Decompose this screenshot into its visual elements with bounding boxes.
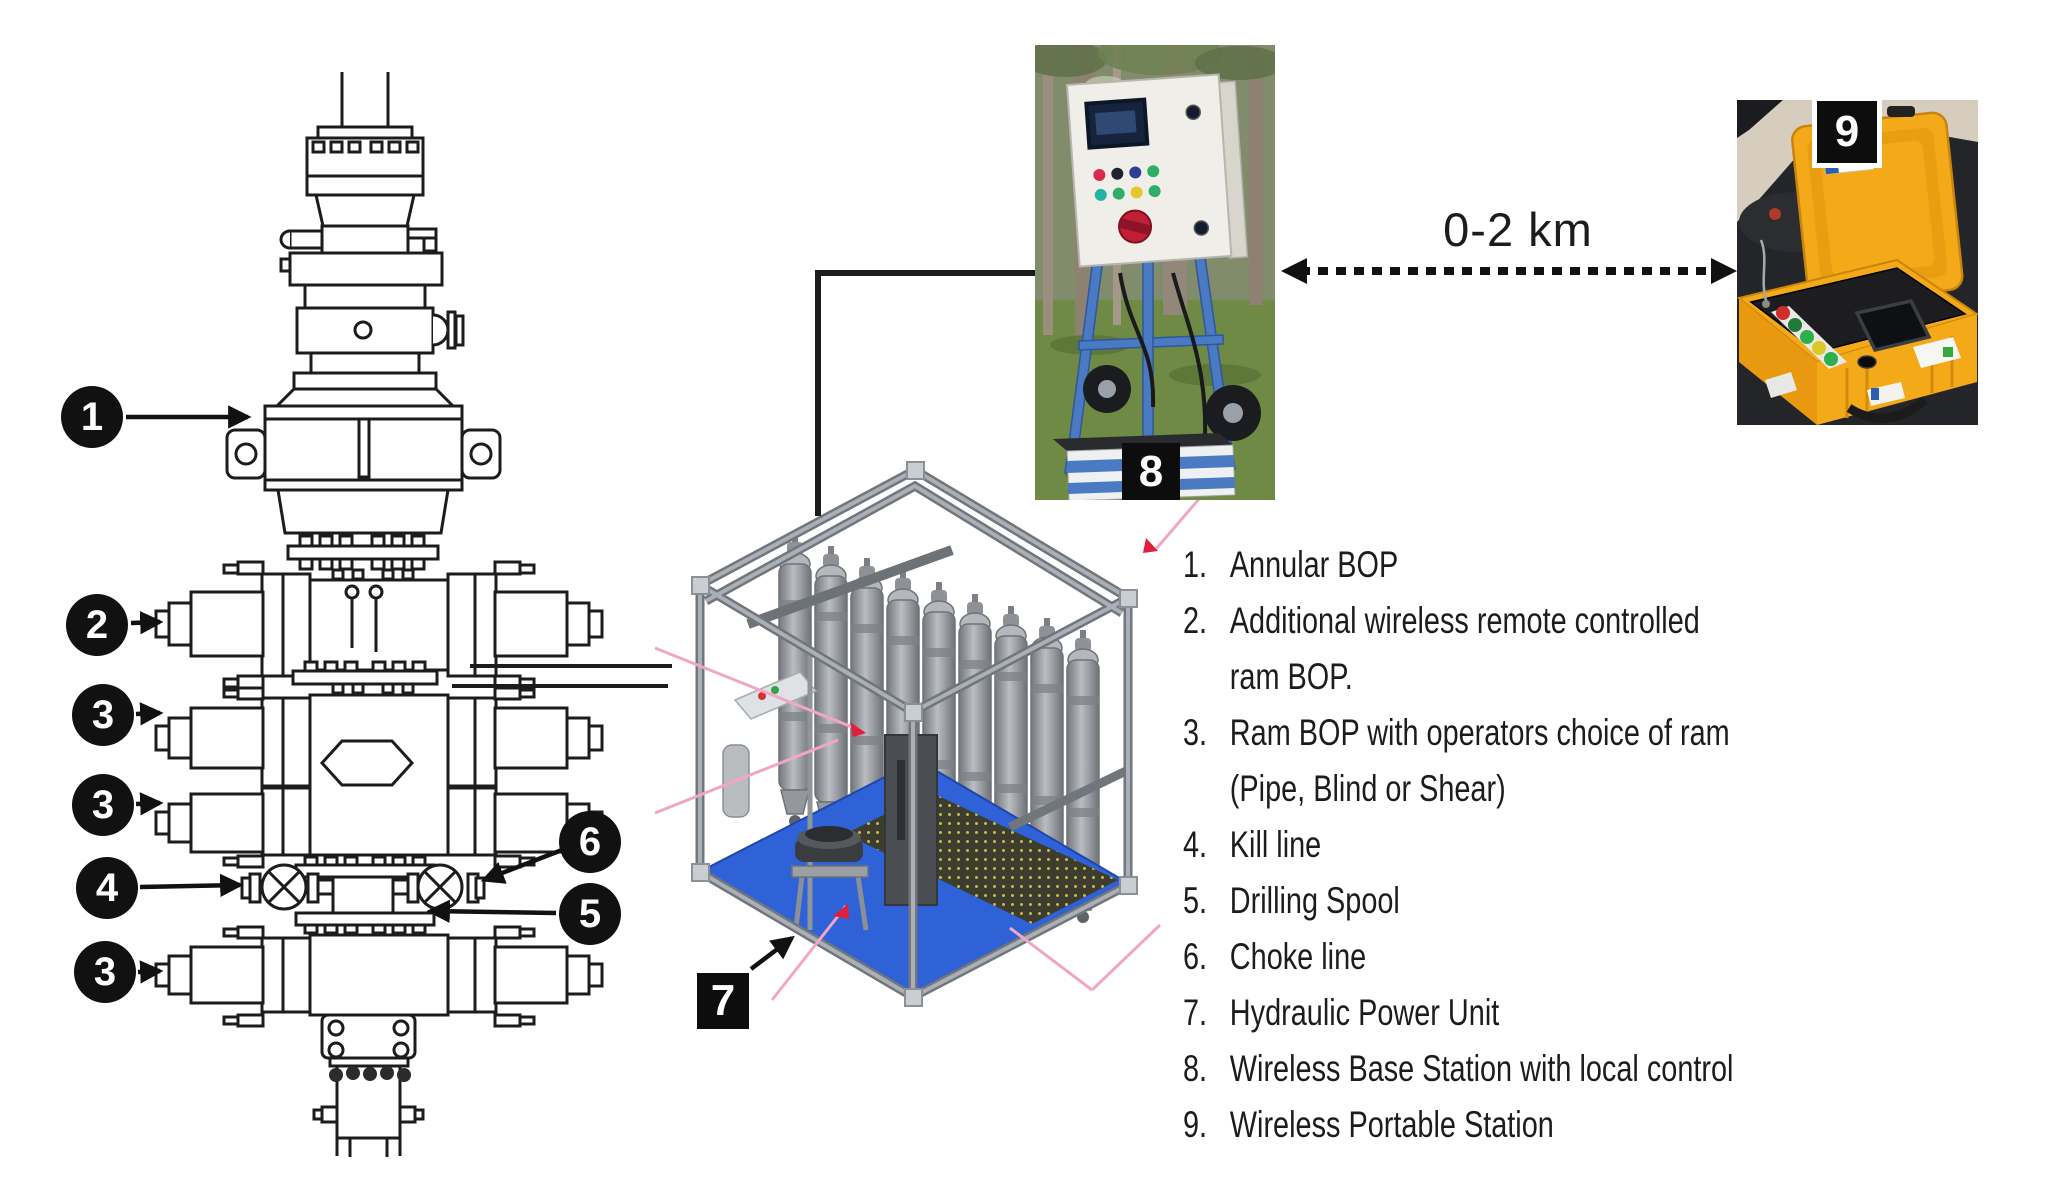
callout-wireless-ram-bop: 2 <box>66 594 128 656</box>
callout-drilling-spool: 5 <box>559 883 621 945</box>
legend-item-number: 5. <box>1183 880 1208 921</box>
legend-item-number <box>1183 761 1230 817</box>
legend-line: 9. Wireless Portable Station <box>1183 1097 1733 1153</box>
legend-item-text: Annular BOP <box>1229 544 1399 585</box>
porthole <box>353 320 373 340</box>
hpu-illustration <box>654 461 1207 1007</box>
legend-item-number: 2. <box>1183 600 1208 641</box>
control-cabinet <box>1065 73 1249 268</box>
callout-kill-line: 4 <box>76 857 138 919</box>
legend-item-number: 1. <box>1183 544 1208 585</box>
legend-item-text: Kill line <box>1229 824 1322 865</box>
callout-ram-bop-lower: 3 <box>74 941 136 1003</box>
legend-line: 8. Wireless Base Station with local contr… <box>1183 1041 1733 1097</box>
legend-list: 1. Annular BOP 2. Additional wireless remot… <box>1183 537 1733 1153</box>
legend-item-number: 9. <box>1183 1104 1208 1145</box>
portable-station-label: 9 <box>1812 96 1882 168</box>
hpu-leader-lines <box>654 491 1207 1001</box>
legend-item-text: Hydraulic Power Unit <box>1229 992 1500 1033</box>
legend-item-text: Ram BOP with operators choice of ram <box>1229 712 1730 753</box>
legend-item-text: Drilling Spool <box>1229 880 1400 921</box>
callout-arrows <box>126 405 795 984</box>
base-station-photo <box>1035 45 1275 500</box>
legend-line: 6. Choke line <box>1183 929 1733 985</box>
bop-stack-diagram <box>154 72 604 1157</box>
legend-item-text: Wireless Base Station with local control <box>1229 1048 1734 1089</box>
legend-item-text: Wireless Portable Station <box>1229 1104 1554 1145</box>
cabinet-buttons <box>1093 165 1161 201</box>
legend-line: 4. Kill line <box>1183 817 1733 873</box>
double-ram-bop <box>154 686 604 869</box>
annular-bop <box>225 404 502 492</box>
hpu-label: 7 <box>697 973 749 1029</box>
lower-ram-bop <box>154 925 604 1028</box>
flange-teeth <box>311 140 420 154</box>
distance-arrow <box>1281 258 1737 284</box>
casing-head <box>312 1013 425 1157</box>
legend-line: (Pipe, Blind or Shear) <box>1183 761 1733 817</box>
legend-item-number <box>1183 649 1230 705</box>
connector-lines <box>452 270 1035 688</box>
legend-item-number: 4. <box>1183 824 1208 865</box>
legend-line: ram BOP. <box>1183 649 1733 705</box>
drilling-spool <box>240 863 486 915</box>
legend-item-text: (Pipe, Blind or Shear) <box>1229 768 1506 809</box>
drill-pipe <box>340 72 390 127</box>
portable-screen <box>1854 298 1932 353</box>
callout-choke-line: 6 <box>559 811 621 873</box>
legend-line: 3. Ram BOP with operators choice of ram <box>1183 705 1733 761</box>
distance-label: 0-2 km <box>1443 203 1593 256</box>
legend-item-number: 6. <box>1183 936 1208 977</box>
legend-line: 7. Hydraulic Power Unit <box>1183 985 1733 1041</box>
callout-annular-bop: 1 <box>61 386 123 448</box>
legend-item-number: 7. <box>1183 992 1208 1033</box>
legend-line: 2. Additional wireless remote controlled <box>1183 593 1733 649</box>
legend-item-text: ram BOP. <box>1229 656 1353 697</box>
legend-item-number: 3. <box>1183 712 1208 753</box>
legend-line: 5. Drilling Spool <box>1183 873 1733 929</box>
legend-item-text: Additional wireless remote controlled <box>1229 600 1700 641</box>
base-station-to-hpu-line <box>815 270 1035 516</box>
base-station-label: 8 <box>1122 443 1180 500</box>
callout-ram-bop-upper: 3 <box>72 684 134 746</box>
legend-line: 1. Annular BOP <box>1183 537 1733 593</box>
wireless-ram-bop <box>154 560 604 690</box>
legend-item-number: 8. <box>1183 1048 1208 1089</box>
legend-item-text: Choke line <box>1229 936 1367 977</box>
callout-ram-bop-middle: 3 <box>72 774 134 836</box>
hpu-motor <box>791 826 869 931</box>
